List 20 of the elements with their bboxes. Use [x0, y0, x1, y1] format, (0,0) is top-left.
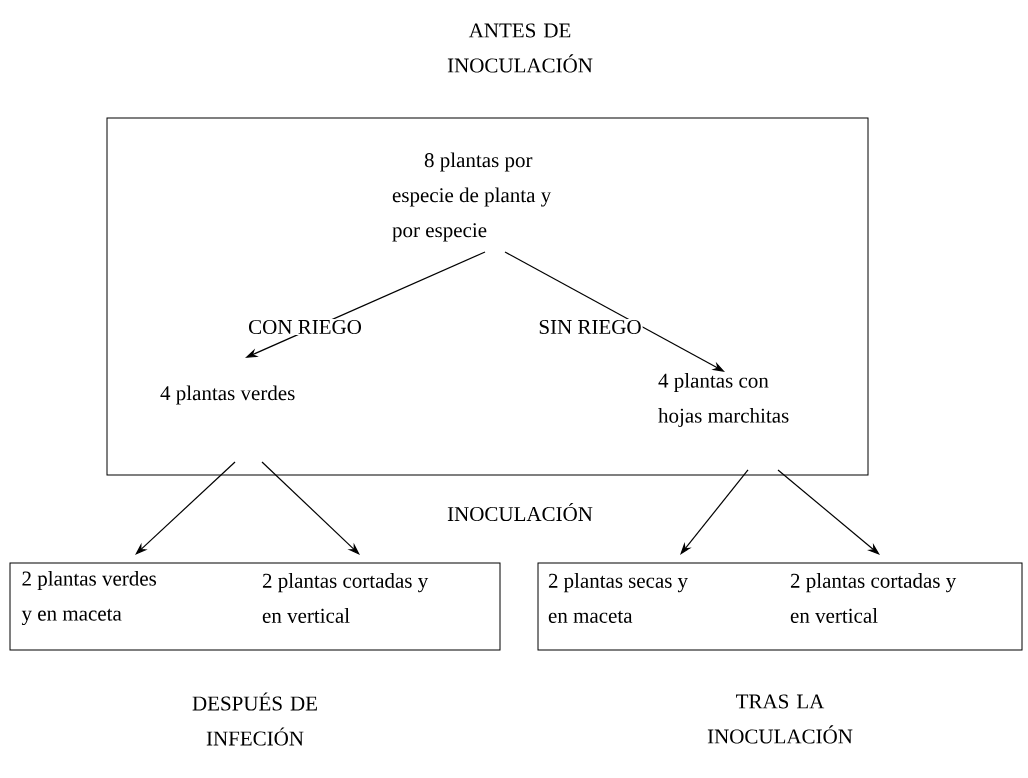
arrow — [261, 461, 360, 555]
text: 2 plantas cortadas y en vertical — [262, 573, 429, 623]
text: 4 plantas verdes — [160, 385, 295, 405]
text: 2 plantas secas y en maceta — [548, 573, 688, 623]
outline-box — [106, 117, 869, 476]
edge-label: SIN RIEGO — [537, 318, 643, 336]
arrow — [777, 469, 880, 555]
title: ANTES DE INOCULACIÓN — [447, 23, 593, 73]
text: 4 plantas con hojas marchitas — [658, 373, 789, 427]
text: 8 plantas por especie de planta y por especie — [392, 152, 552, 242]
outline-box — [9, 562, 501, 651]
node-label: TRAS LA INOCULACIÓN — [707, 694, 853, 744]
text: 2 plantas verdes y en maceta — [21, 570, 157, 626]
label: INOCULACIÓN — [447, 502, 593, 522]
arrow — [680, 469, 749, 555]
node-label: DESPUÉS DE INFECIÓN — [192, 692, 317, 746]
arrow — [135, 461, 236, 555]
outline-box — [537, 562, 1023, 651]
text: 2 plantas cortadas y en vertical — [790, 573, 957, 623]
edge-label: CON RIEGO — [247, 318, 363, 336]
